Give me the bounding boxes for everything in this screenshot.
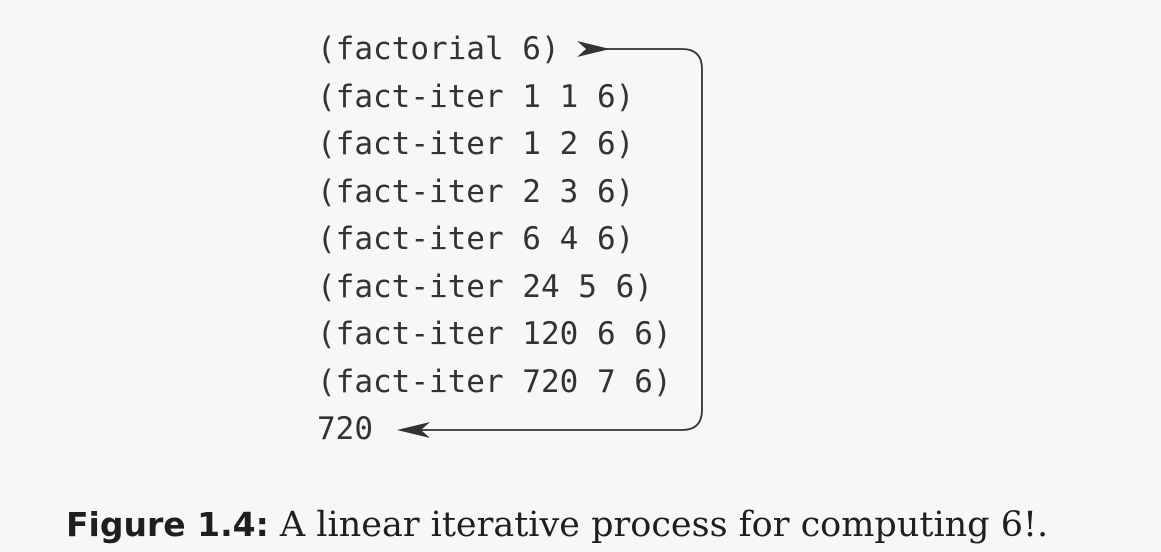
code-line-iter-2: (fact-iter 1 2 6) [317,126,635,162]
arrowhead-bottom-icon [397,422,430,438]
code-line-result: 720 [317,411,373,447]
code-line-iter-5: (fact-iter 24 5 6) [317,269,653,305]
return-arrow-diagram [397,41,703,438]
return-arrow-path [405,48,703,431]
code-line-iter-3: (fact-iter 2 3 6) [317,174,635,210]
arrowhead-top-icon [577,41,610,57]
code-line-iter-1: (fact-iter 1 1 6) [317,79,635,115]
figure-caption: Figure 1.4: A linear iterative process f… [66,500,1048,550]
code-line-factorial-call: (factorial 6) [317,31,560,67]
caption-text: A linear iterative process for computing… [268,505,1049,545]
code-line-iter-6: (fact-iter 120 6 6) [317,316,672,352]
code-line-iter-7: (fact-iter 720 7 6) [317,364,672,400]
code-line-iter-4: (fact-iter 6 4 6) [317,221,635,257]
caption-label: Figure 1.4: [66,505,269,544]
